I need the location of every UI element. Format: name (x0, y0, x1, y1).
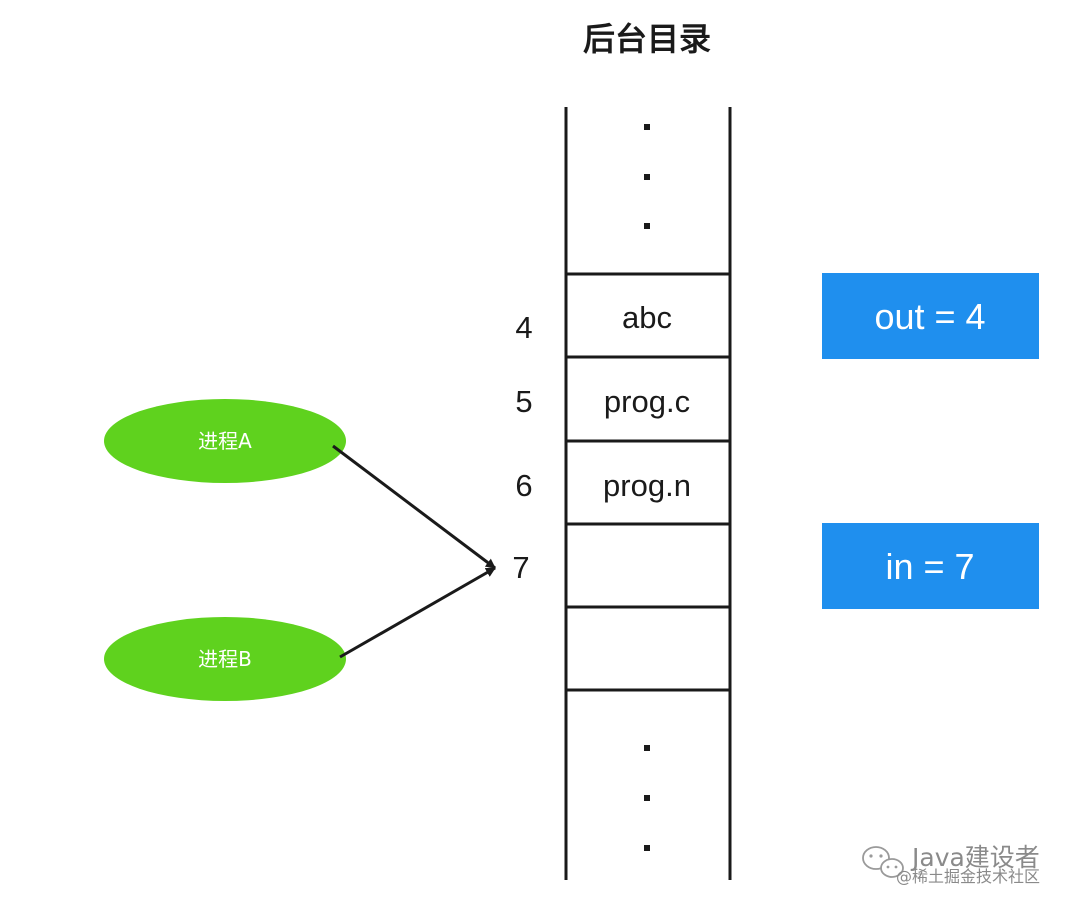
slot-content-4: abc (622, 300, 672, 335)
slot-content-6: prog.n (603, 468, 691, 503)
ellipsis-dot-top-3 (644, 223, 650, 229)
process-b-label: 进程B (198, 647, 252, 671)
slot-index-4: 4 (515, 310, 532, 345)
ellipsis-dot-bottom-2 (644, 795, 650, 801)
in-pointer-box (822, 523, 1039, 609)
ellipsis-dot-bottom-1 (644, 745, 650, 751)
wechat-icon (862, 846, 904, 878)
slot-index-7: 7 (512, 550, 529, 585)
ellipsis-dot-bottom-3 (644, 845, 650, 851)
watermark-source: @稀土掘金技术社区 (896, 867, 1040, 886)
process-a-node (104, 399, 346, 483)
out-pointer-box (822, 273, 1039, 359)
slot-index-6: 6 (515, 468, 532, 503)
out-pointer-label: out = 4 (874, 296, 985, 337)
in-pointer-label: in = 7 (885, 546, 974, 587)
arrow-process-a-to-slot-7 (332, 444, 496, 570)
watermark-author: Java建设者 (910, 843, 1040, 872)
ellipsis-dot-top-1 (644, 124, 650, 130)
process-a-label: 进程A (198, 429, 252, 453)
ellipsis-dot-top-2 (644, 174, 650, 180)
slot-content-5: prog.c (604, 384, 690, 419)
slot-index-5: 5 (515, 384, 532, 419)
process-b-node (104, 617, 346, 701)
arrow-process-b-to-slot-7 (339, 566, 496, 659)
diagram-title: 后台目录 (583, 20, 711, 58)
